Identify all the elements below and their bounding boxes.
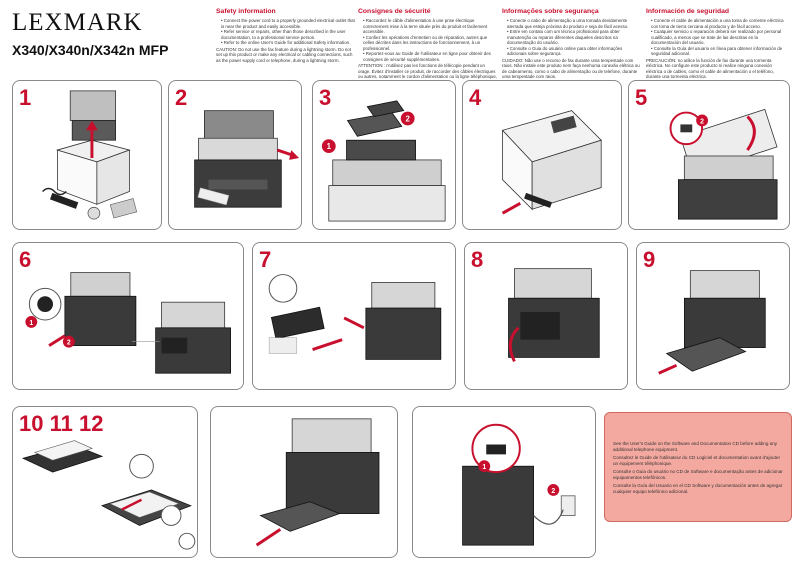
safety-title: Información de seguridad bbox=[646, 8, 730, 15]
step-number: 8 bbox=[471, 247, 484, 272]
step-number: 6 bbox=[19, 247, 32, 272]
step-number: 9 bbox=[643, 247, 656, 272]
note-text: Consulte o Guia do usuário no CD de Soft… bbox=[613, 468, 783, 480]
unpack-box-illustration bbox=[42, 90, 138, 220]
step-9-panel: 9 bbox=[636, 242, 790, 390]
safety-item: Connect the power cord to a properly gro… bbox=[219, 18, 356, 29]
safety-list: Conecte o cabo de alimentação a uma toma… bbox=[502, 18, 642, 57]
unlock-scanner-illustration: 2 bbox=[669, 108, 778, 220]
step-6-panel: 6 1 2 bbox=[12, 242, 244, 390]
safety-item: Reportez-vous au Guide de l'utilisateur … bbox=[361, 51, 498, 62]
note-text: See the User's Guide on the Software and… bbox=[613, 441, 778, 452]
safety-item: Cualquier servicio o reparación deberá s… bbox=[649, 29, 786, 46]
safety-title: Safety information bbox=[216, 8, 276, 15]
callout-number: 2 bbox=[405, 114, 410, 123]
callout-number: 2 bbox=[700, 118, 704, 125]
safety-pt: Informações sobre segurança Conecte o ca… bbox=[502, 8, 642, 80]
step-14-panel: 1 2 bbox=[412, 406, 596, 558]
safety-item: Refer to the online User's Guide for add… bbox=[219, 40, 356, 46]
lexmark-logo: LEXMARK bbox=[12, 9, 143, 36]
safety-item: Entre em contato com um técnico profissi… bbox=[505, 29, 642, 46]
attach-output-tray-illustration bbox=[501, 110, 602, 215]
safety-item: Refer service or repairs, other than tho… bbox=[219, 29, 356, 40]
step-3-panel: 3 1 2 bbox=[312, 80, 456, 230]
telephone-note: See the User's Guide on the Software and… bbox=[604, 412, 792, 522]
safety-list: Raccordez le câble d'alimentation à une … bbox=[358, 18, 498, 62]
safety-es: Información de seguridad Conecte el cabl… bbox=[646, 8, 786, 80]
safety-en: Safety information Connect the power cor… bbox=[216, 8, 356, 63]
connect-phone-line-illustration: 1 2 bbox=[462, 423, 576, 546]
step-5-panel: 5 2 bbox=[628, 80, 790, 230]
load-paper-illustration bbox=[21, 440, 196, 550]
safety-list: Connect the power cord to a properly gro… bbox=[216, 18, 356, 46]
safety-list: Conecte el cable de alimentación a una t… bbox=[646, 18, 786, 57]
close-front-door-illustration bbox=[508, 268, 600, 363]
safety-item: Conecte el cable de alimentación a una t… bbox=[649, 18, 786, 29]
step-10-12-panel: 10 11 12 bbox=[12, 406, 198, 558]
note-text: Consultez le Guide de l'utilisateur du C… bbox=[613, 454, 780, 466]
safety-item: Consulte la Guía del usuario en línea pa… bbox=[649, 46, 786, 57]
step-number: 7 bbox=[259, 247, 272, 272]
safety-fr: Consignes de sécurité Raccordez le câble… bbox=[358, 8, 498, 85]
step-2-panel: 2 bbox=[168, 80, 302, 230]
step-number: 5 bbox=[635, 85, 648, 110]
safety-item: Consulte o Guia do usuário online para o… bbox=[505, 46, 642, 57]
step-number: 2 bbox=[175, 85, 188, 110]
step-number: 1 bbox=[19, 85, 32, 110]
safety-item: Raccordez le câble d'alimentation à une … bbox=[361, 18, 498, 35]
step-number: 10 11 12 bbox=[19, 411, 104, 436]
insert-paper-tray-illustration bbox=[255, 418, 380, 547]
safety-caution: PRECAUCIÓN: no utilice la función de fax… bbox=[646, 57, 774, 80]
note-text: Consulte la Guía del Usuario en el CD So… bbox=[613, 482, 783, 494]
safety-item: Confiez les opérations d'entretien ou de… bbox=[361, 35, 498, 52]
step-number: 3 bbox=[319, 85, 332, 110]
safety-title: Consignes de sécurité bbox=[358, 8, 431, 15]
remove-paper-tray-illustration bbox=[658, 270, 766, 375]
callout-number: 1 bbox=[327, 142, 332, 151]
attach-tray-illustration: 1 2 bbox=[321, 100, 446, 222]
step-number: 4 bbox=[469, 85, 482, 110]
step-4-panel: 4 bbox=[462, 80, 622, 230]
open-front-door-illustration: 1 2 bbox=[25, 272, 231, 374]
callout-number: 2 bbox=[551, 488, 555, 495]
product-title: X340/X340n/X342n MFP bbox=[12, 42, 169, 58]
remove-tape-illustration bbox=[194, 110, 300, 208]
step-7-panel: 7 bbox=[252, 242, 456, 390]
callout-number: 2 bbox=[67, 340, 71, 347]
safety-title: Informações sobre segurança bbox=[502, 8, 599, 15]
step-8-panel: 8 bbox=[464, 242, 628, 390]
install-cartridge-illustration bbox=[268, 274, 442, 360]
safety-item: Conecte o cabo de alimentação a uma toma… bbox=[505, 18, 642, 29]
callout-number: 1 bbox=[482, 464, 486, 471]
safety-caution: CUIDADO: Não use o recurso de fax durant… bbox=[502, 57, 640, 80]
safety-caution: CAUTION: Do not use the fax feature duri… bbox=[216, 46, 353, 63]
step-13-panel bbox=[210, 406, 398, 558]
step-1-panel: 1 bbox=[12, 80, 162, 230]
callout-number: 1 bbox=[29, 320, 33, 327]
